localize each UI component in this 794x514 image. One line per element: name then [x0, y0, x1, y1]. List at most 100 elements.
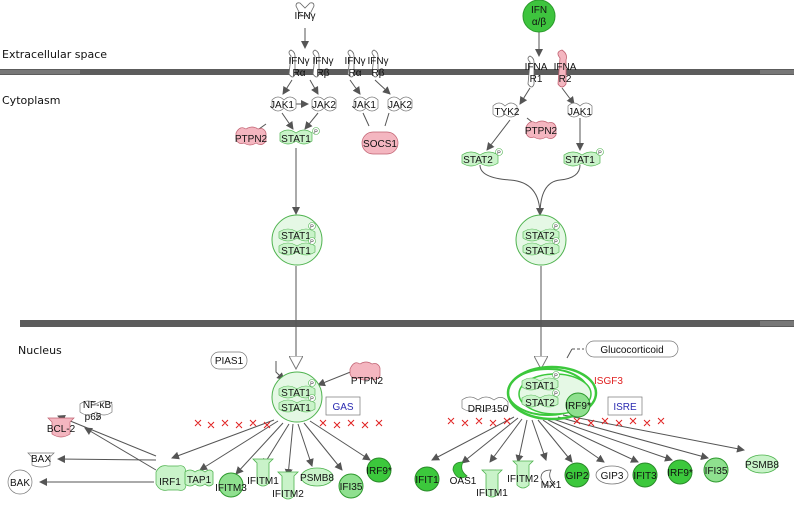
stat1-right-label: STAT1	[565, 155, 595, 166]
ifnar1[interactable]: IFNA R1	[525, 62, 548, 85]
gas-target-label-5: IFI35	[340, 482, 363, 493]
tyk2[interactable]: TYK2	[492, 102, 520, 118]
isre-target-mx1-4[interactable]: MX1	[540, 469, 562, 491]
plasma-membrane-shade-left	[0, 70, 80, 74]
stat1-nuclear-phospho-top: P	[310, 382, 314, 388]
gas-target-label-2: IFITM1	[247, 476, 279, 487]
gas-target-psmb8-4[interactable]: PSMB8	[300, 467, 334, 487]
ifn-alpha-beta-label-1: IFN	[531, 5, 547, 16]
bak-label: BAK	[10, 478, 30, 489]
ptpn2-left[interactable]: PTPN2	[235, 126, 268, 146]
stat2-right[interactable]: STAT2 P	[461, 148, 503, 167]
isre-target-psmb8-10[interactable]: PSMB8	[745, 454, 779, 474]
stat2-stat1-dimer[interactable]: STAT2 STAT1 P P	[515, 214, 567, 266]
ifngr-beta-1[interactable]: IFNγ Rβ	[312, 56, 333, 79]
gas-target-irf9-6[interactable]: IRF9*	[366, 457, 392, 483]
ifngr-beta-2-label-2: Rβ	[372, 68, 385, 79]
jak2-middle[interactable]: JAK2	[387, 96, 412, 112]
stat1-dimer[interactable]: STAT1 STAT1 P P	[271, 214, 323, 266]
ptpn2-nuclear-label: PTPN2	[351, 376, 384, 387]
isre-target-ifitm1-2[interactable]: IFITM1	[476, 469, 508, 499]
isre-target-ifit1-0[interactable]: IFIT1	[414, 466, 440, 492]
irf1-label: IRF1	[159, 477, 181, 488]
ifngr-beta-1-label-2: Rβ	[317, 68, 330, 79]
glucocorticoid[interactable]: Glucocorticoid	[585, 340, 679, 358]
gas-target-tap1-0[interactable]: TAP1	[184, 469, 214, 487]
isre-target-irf9-8[interactable]: IRF9*	[667, 459, 693, 485]
nuclear-membrane	[20, 320, 794, 327]
ptpn2-nuclear[interactable]: PTPN2	[349, 361, 384, 387]
stat1-left-phospho: P	[314, 130, 318, 136]
plasma-membrane-shade-right	[760, 70, 794, 74]
isre-target-label-5: GIP2	[566, 471, 589, 482]
stat2-dimer-phospho-bottom: P	[554, 240, 558, 246]
irf1[interactable]: IRF1	[155, 465, 187, 491]
pias1[interactable]: PIAS1	[210, 351, 248, 370]
isre-element[interactable]: ISRE	[607, 396, 643, 416]
isre-target-ifi35-9[interactable]: IFI35	[703, 457, 729, 483]
ifnar2-shape	[557, 49, 567, 88]
ptpn2-right[interactable]: PTPN2	[525, 120, 558, 140]
ifngr-alpha-1[interactable]: IFNγ Rα	[288, 56, 309, 79]
ifn-alpha-beta-ligand[interactable]: IFN α/β	[522, 0, 556, 33]
tyk2-label: TYK2	[494, 107, 519, 118]
isre-target-gip3-6[interactable]: GIP3	[595, 465, 629, 485]
bak[interactable]: BAK	[7, 469, 33, 495]
edges	[39, 28, 745, 486]
stat2-dimer-phospho-top: P	[554, 225, 558, 231]
bcl2-label: BCL-2	[47, 424, 76, 435]
membranes	[0, 69, 794, 327]
isgf3-label: ISGF3	[594, 376, 623, 387]
gas-target-ifitm2-3[interactable]: IFITM2	[272, 471, 304, 500]
stat2-right-label: STAT2	[463, 155, 493, 166]
ifnar1-label-2: R1	[530, 74, 543, 85]
jak1-left[interactable]: JAK1	[270, 96, 297, 112]
bax[interactable]: BAX	[27, 452, 55, 468]
ifnar1-shape	[527, 55, 535, 88]
stat1-dimer-phospho-bottom: P	[310, 240, 314, 246]
gas-target-label-3: IFITM2	[272, 489, 304, 500]
gas-element[interactable]: GAS	[325, 396, 361, 416]
stat1-nuclear-top-label: STAT1	[281, 388, 311, 399]
socs1[interactable]: SOCS1	[361, 131, 399, 155]
ifngr-beta-1-shape	[312, 49, 320, 78]
isgf3-complex[interactable]: ISGF3 STAT1 STAT2 P P IRF9*	[506, 365, 623, 421]
isre-target-label-9: IFI35	[705, 466, 728, 477]
isre-target-oas1-1[interactable]: OAS1	[450, 461, 477, 487]
isre-target-label-2: IFITM1	[476, 488, 508, 499]
stat1-nuclear-dimer[interactable]: STAT1 STAT1 P P	[271, 371, 323, 423]
stat1-left-label: STAT1	[281, 134, 311, 145]
pias1-label: PIAS1	[215, 356, 244, 367]
jak1-middle[interactable]: JAK1	[352, 96, 379, 112]
ifngr-alpha-2[interactable]: IFNγ Rα	[344, 56, 365, 79]
stat1-left[interactable]: STAT1 P	[279, 127, 320, 146]
nfkb-p65[interactable]: NF-κB p65	[79, 400, 113, 423]
isre-target-gip2-5[interactable]: GIP2	[564, 462, 590, 488]
region-cytoplasm-label: Cytoplasm	[2, 94, 60, 107]
isre-target-label-10: PSMB8	[745, 460, 779, 471]
isre-target-label-6: GIP3	[601, 471, 624, 482]
isre-target-ifit3-7[interactable]: IFIT3	[632, 462, 658, 488]
jak1-right[interactable]: JAK1	[567, 102, 592, 118]
socs1-label: SOCS1	[363, 139, 397, 150]
ifngr-beta-2-shape	[371, 49, 379, 78]
ifnar2[interactable]: IFNA R2	[554, 62, 577, 85]
isre-label: ISRE	[613, 402, 637, 413]
isgf3-stat1-label: STAT1	[525, 381, 555, 392]
ifng-ligand[interactable]: IFNγ	[294, 2, 316, 22]
gas-target-ifitm3-1[interactable]: IFITM3	[215, 472, 247, 498]
jak1-left-label: JAK1	[270, 100, 294, 111]
nuclear-membrane-shade	[760, 321, 794, 326]
stat1-dimer-bottom-label: STAT1	[281, 246, 311, 257]
drip150[interactable]: DRIP150	[461, 396, 509, 415]
bcl2[interactable]: BCL-2	[47, 417, 76, 438]
glucocorticoid-label: Glucocorticoid	[600, 345, 663, 356]
gas-target-ifi35-5[interactable]: IFI35	[338, 473, 364, 499]
ifngr-alpha-1-label-1: IFNγ	[288, 56, 309, 67]
gas-target-ifitm1-2[interactable]: IFITM1	[247, 458, 279, 487]
gas-target-label-6: IRF9*	[366, 466, 392, 477]
stat1-right[interactable]: STAT1 P	[563, 148, 604, 167]
ifngr-beta-2[interactable]: IFNγ Rβ	[367, 56, 388, 79]
jak2-left[interactable]: JAK2	[311, 96, 336, 112]
isre-target-ifitm2-3[interactable]: IFITM2	[507, 460, 539, 489]
